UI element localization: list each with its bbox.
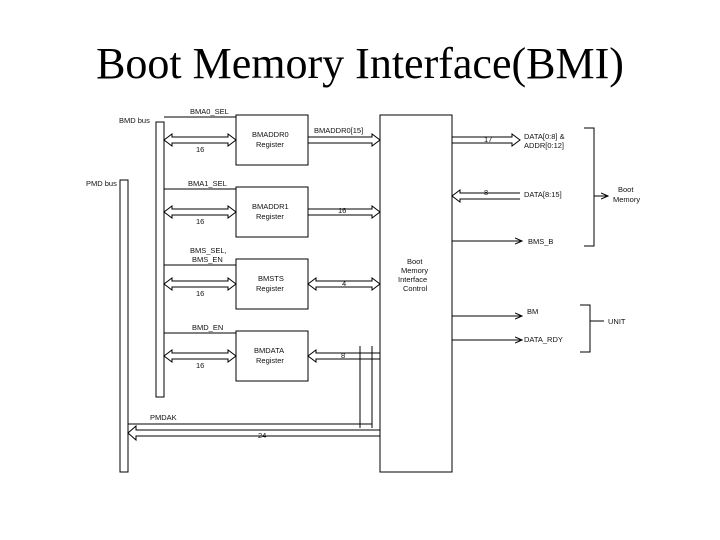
bms-en-label: BMS_EN <box>192 255 223 264</box>
bmdata-in-label: 8 <box>341 351 345 360</box>
bms-b-label: BMS_B <box>528 237 553 246</box>
bmaddr1-out-label: 16 <box>338 206 346 215</box>
control-label-4: Control <box>403 284 428 293</box>
bmd-bus-bar <box>155 121 165 398</box>
data-hi-label: DATA[8:15] <box>524 190 562 199</box>
bus-arrow-bmsts <box>163 277 237 291</box>
pmdak-label: PMDAK <box>150 413 177 422</box>
bms-sel-label: BMS_SEL, <box>190 246 227 255</box>
control-label-1: Boot <box>407 257 423 266</box>
bmsts-control-arrow <box>307 277 381 291</box>
control-label-3: Interface <box>398 275 427 284</box>
bmaddr1-sublabel: Register <box>256 212 284 221</box>
control-to-bmdata-arrow <box>307 349 380 363</box>
bmdata-sublabel: Register <box>256 356 284 365</box>
bmsts-sublabel: Register <box>256 284 284 293</box>
data-hi-bus-arrow <box>451 189 520 203</box>
boot-memory-bracket <box>584 127 595 247</box>
data-rdy-label: DATA_RDY <box>524 335 563 344</box>
data-addr-bus-arrow <box>452 133 521 147</box>
bmaddr1-to-control-arrow <box>308 205 381 219</box>
bmsts-out-label: 4 <box>342 279 346 288</box>
bus-arrow-bmdata <box>163 349 237 363</box>
pmd-bus-label: PMD bus <box>86 179 117 188</box>
bus-arrow-bmaddr1 <box>163 205 237 219</box>
bmaddr1-register-box <box>235 186 309 238</box>
control-label-2: Memory <box>401 266 428 275</box>
bus-arrow-bmaddr0 <box>163 133 237 147</box>
bmsts-label: BMSTS <box>258 274 284 283</box>
bmsts-width-label: 16 <box>196 289 204 298</box>
unit-bracket <box>580 304 591 353</box>
data-hi-width-label: 8 <box>484 188 488 197</box>
bma0-sel-label: BMA0_SEL <box>190 107 229 116</box>
bmaddr0-sublabel: Register <box>256 140 284 149</box>
bmaddr1-width-label: 16 <box>196 217 204 226</box>
bm-label: BM <box>527 307 538 316</box>
bmaddr0-width-label: 16 <box>196 145 204 154</box>
boot-memory-label-1: Boot <box>618 185 634 194</box>
bma1-sel-label: BMA1_SEL <box>188 179 227 188</box>
bmdata-label: BMDATA <box>254 346 284 355</box>
bmaddr0-label: BMADDR0 <box>252 130 289 139</box>
boot-memory-label-2: Memory <box>613 195 640 204</box>
data-addr-label-2: ADDR[0:12] <box>524 141 564 150</box>
data-addr-width-label: 17 <box>484 135 492 144</box>
unit-label: UNIT <box>608 317 626 326</box>
bmdata-register-box <box>235 330 309 382</box>
data-addr-label-1: DATA[0:8] & <box>524 132 565 141</box>
bmi-control-box <box>379 114 453 473</box>
bmaddr0-register-box <box>235 114 309 166</box>
pmdak-bus-arrow <box>127 424 380 442</box>
page-title: Boot Memory Interface(BMI) <box>96 39 624 88</box>
bmd-bus-label: BMD bus <box>119 116 150 125</box>
bmdata-width-label: 16 <box>196 361 204 370</box>
pmdak-width-label: 24 <box>258 431 266 440</box>
bmsts-register-box <box>235 258 309 310</box>
pmd-bus-bar <box>119 179 129 473</box>
bmaddr0-to-control-arrow <box>308 133 381 147</box>
bmaddr0-out-label: BMADDR0[15] <box>314 126 363 135</box>
bmaddr1-label: BMADDR1 <box>252 202 289 211</box>
bmd-en-label: BMD_EN <box>192 323 223 332</box>
